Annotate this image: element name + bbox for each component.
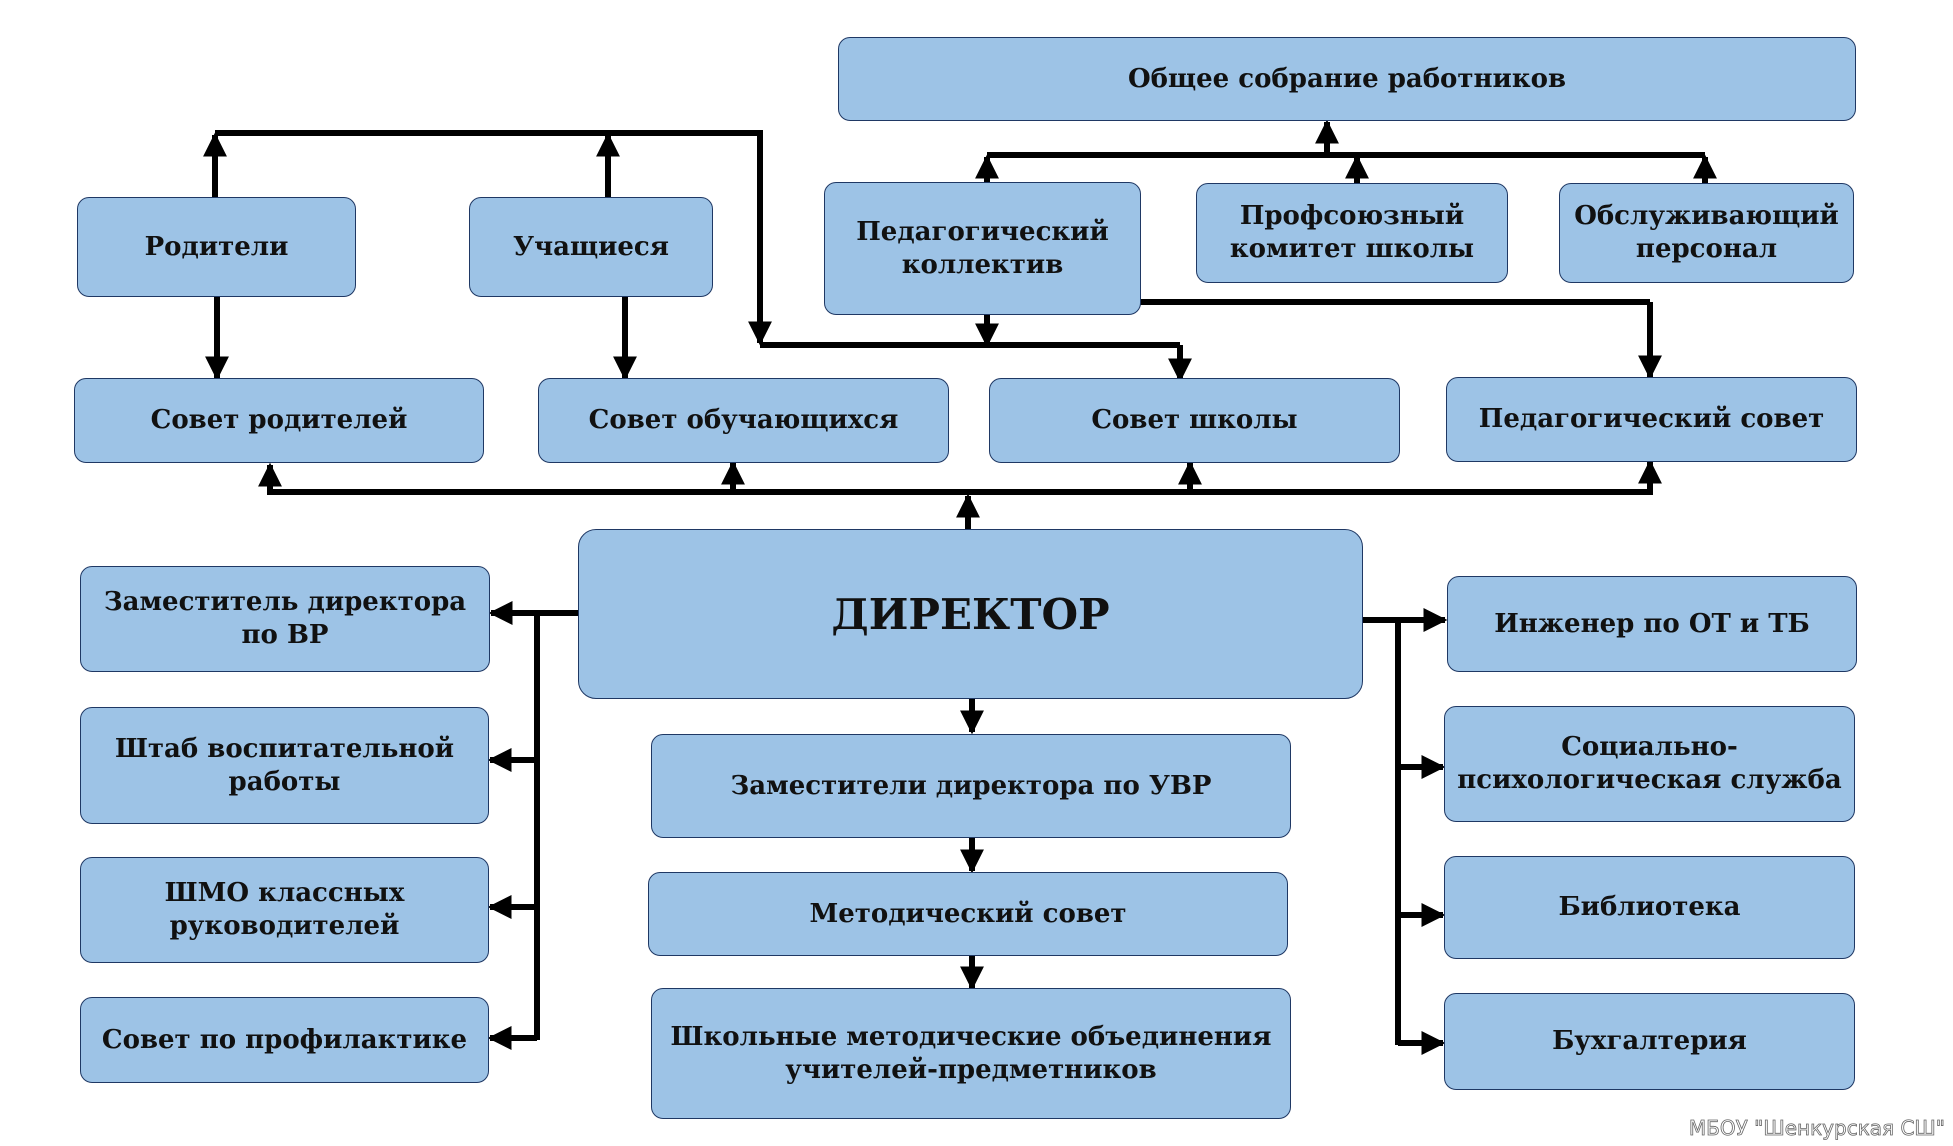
- union-committee-box: Профсоюзный комитет школы: [1196, 183, 1508, 283]
- school-council-box: Совет школы: [989, 378, 1400, 463]
- pedagogical-council-box: Педагогический совет: [1446, 377, 1857, 462]
- service-staff-box: Обслуживающий персонал: [1559, 183, 1854, 283]
- accounting-box: Бухгалтерия: [1444, 993, 1855, 1090]
- general-meeting-box: Общее собрание работников: [838, 37, 1856, 121]
- students-box: Учащиеся: [469, 197, 713, 297]
- methodical-council-box: Методический совет: [648, 872, 1288, 956]
- deputy-vr-box: Заместитель директора по ВР: [80, 566, 490, 672]
- safety-engineer-box: Инженер по ОТ и ТБ: [1447, 576, 1857, 672]
- school-mo-box: Школьные методические объединения учител…: [651, 988, 1291, 1119]
- director-box: ДИРЕКТОР: [578, 529, 1363, 699]
- prevention-council-box: Совет по профилактике: [80, 997, 489, 1083]
- students-council-box: Совет обучающихся: [538, 378, 949, 463]
- shmo-class-box: ШМО классных руководителей: [80, 857, 489, 963]
- teaching-staff-box: Педагогический коллектив: [824, 182, 1141, 315]
- parents-council-box: Совет родителей: [74, 378, 484, 463]
- education-hq-box: Штаб воспитательной работы: [80, 707, 489, 824]
- watermark: МБОУ "Шенкурская СШ": [1688, 1116, 1945, 1141]
- social-psych-box: Социально- психологическая служба: [1444, 706, 1855, 822]
- deputies-uvr-box: Заместители директора по УВР: [651, 734, 1291, 838]
- library-box: Библиотека: [1444, 856, 1855, 959]
- parents-box: Родители: [77, 197, 356, 297]
